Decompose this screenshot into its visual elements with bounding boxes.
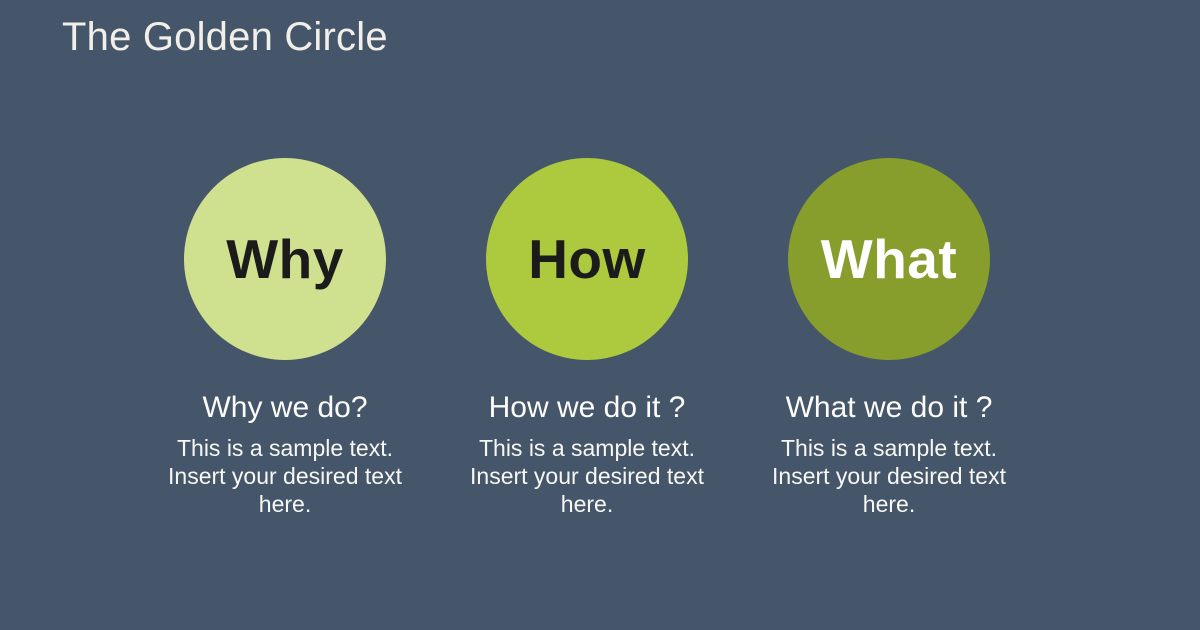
what-circle: What — [788, 158, 990, 360]
why-body-text: This is a sample text. Insert your desir… — [168, 435, 402, 517]
what-subtitle: What we do it ? — [785, 391, 993, 424]
what-body-text: This is a sample text. Insert your desir… — [772, 435, 1006, 517]
column-how: How How we do it ? This is a sample text… — [437, 158, 737, 518]
how-circle-label: How — [528, 228, 646, 290]
how-body-text: This is a sample text. Insert your desir… — [470, 435, 704, 517]
column-what: What What we do it ? This is a sample te… — [739, 158, 1039, 518]
why-subtitle: Why we do? — [202, 391, 368, 424]
slide-title: The Golden Circle — [62, 15, 388, 59]
column-why: Why Why we do? This is a sample text. In… — [135, 158, 435, 518]
why-circle: Why — [184, 158, 386, 360]
golden-circle-columns: Why Why we do? This is a sample text. In… — [135, 158, 1039, 518]
how-subtitle: How we do it ? — [488, 391, 686, 424]
what-circle-label: What — [820, 228, 958, 290]
how-circle: How — [486, 158, 688, 360]
why-circle-label: Why — [226, 228, 344, 290]
